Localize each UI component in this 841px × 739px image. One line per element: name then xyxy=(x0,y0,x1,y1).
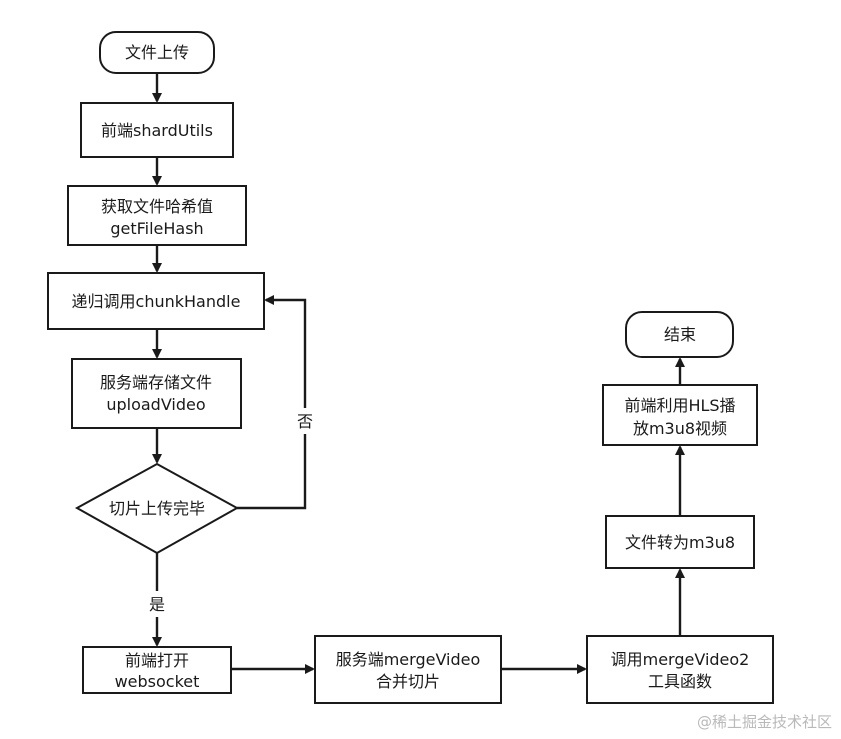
node-server-store-label-1: 服务端存储文件 xyxy=(100,373,212,392)
node-hls-play: 前端利用HLS播 放m3u8视频 xyxy=(602,384,758,446)
node-get-file-hash: 获取文件哈希值 getFileHash xyxy=(67,185,247,246)
watermark-text: @稀土掘金技术社区 xyxy=(697,713,832,731)
edge-label-no: 否 xyxy=(297,412,313,431)
node-decision: 切片上传完毕 xyxy=(74,462,240,555)
node-open-websocket: 前端打开 websocket xyxy=(82,646,232,694)
edges xyxy=(152,73,685,674)
node-decision-label: 切片上传完毕 xyxy=(109,499,205,518)
node-call-merge-video2: 调用mergeVideo2 工具函数 xyxy=(586,635,774,704)
edge-labels: 否 是 xyxy=(146,408,316,617)
node-end-label: 结束 xyxy=(664,325,696,344)
node-merge-video-label-2: 合并切片 xyxy=(376,672,440,691)
edge-label-yes: 是 xyxy=(149,595,165,614)
node-file-upload-label: 文件上传 xyxy=(125,43,189,62)
node-convert-m3u8-label: 文件转为m3u8 xyxy=(625,533,735,552)
node-merge-video-label-1: 服务端mergeVideo xyxy=(336,650,481,669)
node-server-store: 服务端存储文件 uploadVideo xyxy=(71,358,242,429)
node-frontend-shardutils: 前端shardUtils xyxy=(80,102,234,158)
node-hls-play-label-1: 前端利用HLS播 xyxy=(624,396,735,415)
node-open-websocket-label-2: websocket xyxy=(115,672,200,691)
node-call-merge-video2-label-2: 工具函数 xyxy=(648,672,712,691)
node-call-merge-video2-label-1: 调用mergeVideo2 xyxy=(611,650,750,669)
node-convert-m3u8: 文件转为m3u8 xyxy=(605,515,755,569)
node-chunk-handle-label: 递归调用chunkHandle xyxy=(72,292,241,311)
node-frontend-shardutils-label: 前端shardUtils xyxy=(101,121,213,140)
node-hls-play-label-2: 放m3u8视频 xyxy=(633,419,727,438)
node-file-upload: 文件上传 xyxy=(99,31,215,74)
node-get-file-hash-label-2: getFileHash xyxy=(110,219,203,238)
node-server-store-label-2: uploadVideo xyxy=(106,395,205,414)
node-end: 结束 xyxy=(625,311,734,358)
node-chunk-handle: 递归调用chunkHandle xyxy=(47,272,265,330)
node-open-websocket-label-1: 前端打开 xyxy=(125,651,189,670)
edge-decision-no-loop xyxy=(237,295,307,510)
node-merge-video: 服务端mergeVideo 合并切片 xyxy=(314,635,502,704)
node-get-file-hash-label-1: 获取文件哈希值 xyxy=(101,197,213,216)
